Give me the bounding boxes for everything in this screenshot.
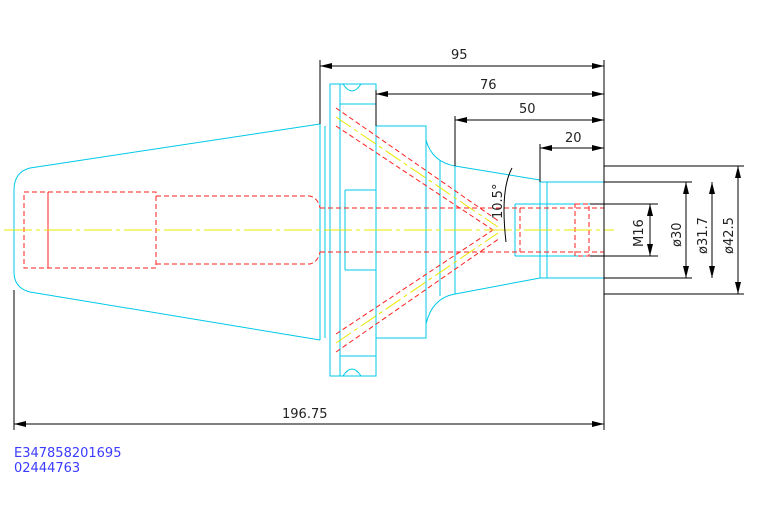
dimension-lines [13, 60, 744, 430]
dimension-labels: 95 76 50 20 196.75 10.5° M16 ø30 ø31.7 ø… [282, 48, 737, 422]
dim-95: 95 [451, 48, 468, 63]
dim-dia-42-5: ø42.5 [722, 217, 737, 254]
taper-cone [13, 123, 321, 341]
dim-dia-31-7: ø31.7 [696, 217, 711, 254]
dim-dia-30: ø30 [670, 223, 685, 248]
center-lines [4, 116, 614, 344]
order-code: 02444763 [14, 461, 81, 476]
part-code: E347858201695 [14, 446, 122, 461]
dim-overall: 196.75 [282, 407, 328, 422]
dim-angle: 10.5° [491, 184, 506, 219]
dim-m16: M16 [632, 219, 647, 247]
dim-20: 20 [565, 131, 582, 146]
dim-76: 76 [480, 78, 497, 93]
neck [375, 125, 427, 339]
dim-50: 50 [519, 102, 536, 117]
arrowheads [14, 63, 741, 427]
